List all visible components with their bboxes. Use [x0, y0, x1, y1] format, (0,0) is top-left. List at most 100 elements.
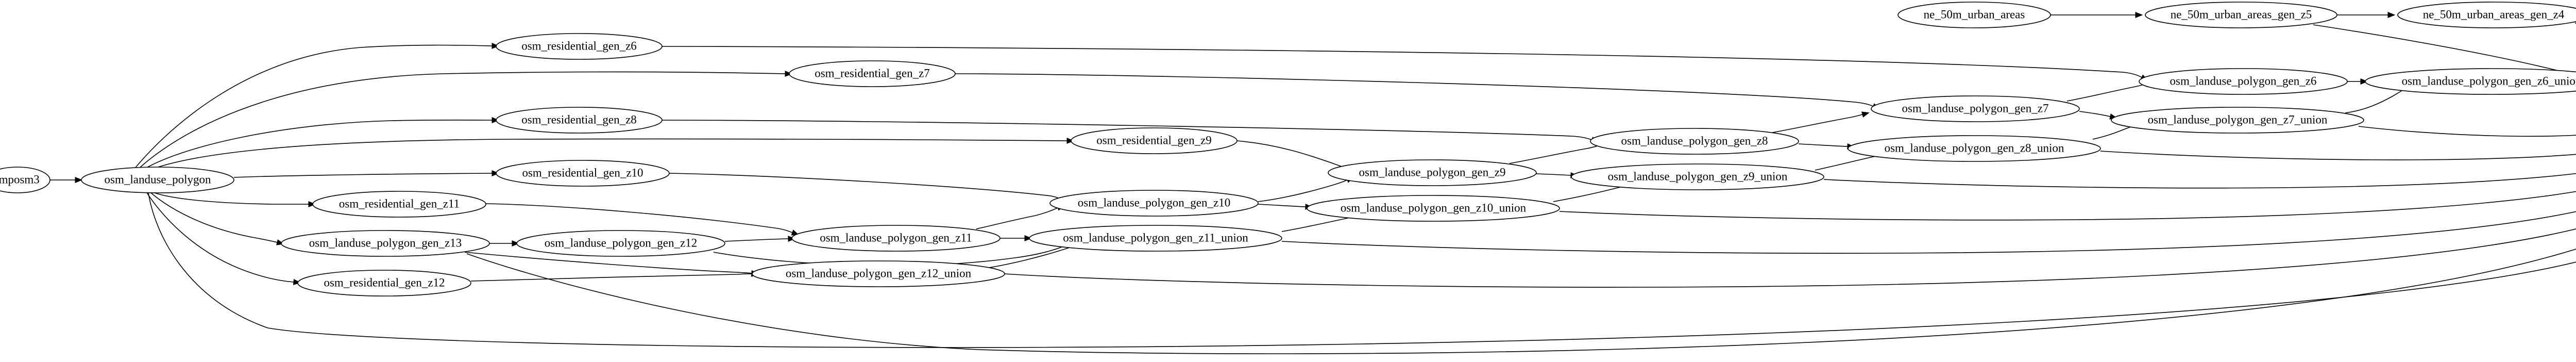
graph-edge	[142, 117, 500, 171]
node-ellipse[interactable]	[789, 60, 956, 87]
node-ellipse[interactable]	[1029, 225, 1282, 252]
node-ellipse[interactable]	[2111, 107, 2364, 134]
graph-node-osm_landuse_polygon_gen_z6[interactable]: osm_landuse_polygon_gen_z6	[2139, 68, 2348, 95]
edge-line	[1509, 144, 1601, 164]
graph-edge	[2313, 24, 2576, 76]
graph-node-osm_landuse_polygon_gen_z10_union[interactable]: osm_landuse_polygon_gen_z10_union	[1307, 195, 1560, 222]
node-ellipse[interactable]	[81, 167, 234, 193]
graph-edge	[1004, 228, 2576, 288]
graph-edge	[1000, 235, 1032, 241]
node-ellipse[interactable]	[0, 167, 50, 193]
graph-edge	[2358, 126, 2576, 137]
edge-line	[2100, 151, 2576, 160]
graph-edge	[2100, 151, 2576, 160]
graph-node-ne_50m_urban_areas[interactable]: ne_50m_urban_areas	[1897, 2, 2051, 28]
node-ellipse[interactable]	[1049, 190, 1259, 217]
edge-line	[1258, 204, 1306, 207]
node-ellipse[interactable]	[2365, 68, 2576, 95]
node-ellipse[interactable]	[496, 160, 670, 187]
graph-edge	[1509, 142, 1608, 164]
graph-edge	[145, 138, 1075, 172]
graph-node-imposm3[interactable]: imposm3	[0, 167, 50, 193]
edge-arrowhead-icon	[293, 279, 301, 285]
edge-arrowhead-icon	[512, 240, 520, 246]
graph-node-osm_landuse_polygon_gen_z12_union[interactable]: osm_landuse_polygon_gen_z12_union	[752, 260, 1005, 287]
graph-node-osm_landuse_polygon_gen_z11_union[interactable]: osm_landuse_polygon_gen_z11_union	[1029, 225, 1282, 252]
graph-node-osm_residential_gen_z8[interactable]: osm_residential_gen_z8	[496, 107, 663, 134]
graph-edge	[1258, 177, 1354, 202]
graph-node-osm_residential_gen_z9[interactable]: osm_residential_gen_z9	[1071, 127, 1238, 154]
edge-line	[150, 192, 278, 243]
graph-edge	[1823, 173, 2576, 189]
graph-node-osm_residential_gen_z12[interactable]: osm_residential_gen_z12	[297, 270, 471, 297]
graph-node-ne_50m_urban_areas_gen_z4[interactable]: ne_50m_urban_areas_gen_z4	[2397, 2, 2576, 28]
graph-edge	[50, 177, 83, 183]
graph-node-ne_50m_urban_areas_gen_z5[interactable]: ne_50m_urban_areas_gen_z5	[2145, 2, 2337, 28]
graph-node-osm_residential_gen_z10[interactable]: osm_residential_gen_z10	[496, 160, 670, 187]
edge-line	[1004, 228, 2576, 288]
edge-arrowhead-icon	[492, 43, 500, 49]
node-ellipse[interactable]	[2145, 2, 2337, 28]
graph-node-osm_landuse_polygon_gen_z9[interactable]: osm_landuse_polygon_gen_z9	[1328, 159, 1537, 186]
graph-node-osm_landuse_polygon_gen_z8_union[interactable]: osm_landuse_polygon_gen_z8_union	[1848, 135, 2101, 162]
graph-node-osm_landuse_polygon_gen_z12[interactable]: osm_landuse_polygon_gen_z12	[516, 230, 725, 257]
node-ellipse[interactable]	[791, 225, 1001, 252]
graph-node-osm_landuse_polygon_gen_z10[interactable]: osm_landuse_polygon_gen_z10	[1049, 190, 1259, 217]
edge-line	[2313, 24, 2576, 76]
edge-line	[662, 120, 1592, 140]
node-ellipse[interactable]	[516, 230, 725, 257]
node-ellipse[interactable]	[1848, 135, 2101, 162]
graph-node-osm_landuse_polygon_gen_z13[interactable]: osm_landuse_polygon_gen_z13	[281, 230, 490, 257]
graph-node-osm_landuse_polygon[interactable]: osm_landuse_polygon	[81, 167, 234, 193]
edge-line	[1258, 179, 1348, 202]
node-ellipse[interactable]	[2397, 2, 2576, 28]
graph-edge	[2050, 12, 2143, 18]
graph-edge	[134, 43, 500, 169]
graph-edge	[1258, 204, 1313, 210]
graph-edge	[154, 192, 316, 207]
edge-arrowhead-icon	[308, 201, 316, 207]
edge-line	[485, 203, 793, 233]
edge-line	[1281, 211, 2576, 254]
edge-line	[464, 252, 752, 274]
node-ellipse[interactable]	[496, 33, 663, 60]
graph-edge	[2079, 111, 2118, 120]
edge-line	[669, 173, 1064, 201]
node-ellipse[interactable]	[1871, 95, 2080, 122]
node-ellipse[interactable]	[297, 270, 471, 297]
node-ellipse[interactable]	[1071, 127, 1238, 154]
node-ellipse[interactable]	[752, 260, 1005, 287]
node-ellipse[interactable]	[1307, 195, 1560, 222]
graph-node-osm_landuse_polygon_gen_z6_union[interactable]: osm_landuse_polygon_gen_z6_union	[2365, 68, 2576, 95]
graph-node-osm_landuse_polygon_gen_z7_union[interactable]: osm_landuse_polygon_gen_z7_union	[2111, 107, 2364, 134]
graph-node-osm_landuse_polygon_gen_z7[interactable]: osm_landuse_polygon_gen_z7	[1871, 95, 2080, 122]
edge-arrowhead-icon	[2360, 78, 2368, 85]
edge-arrowhead-icon	[1024, 235, 1032, 241]
node-ellipse[interactable]	[281, 230, 490, 257]
edge-line	[1769, 114, 1863, 134]
node-ellipse[interactable]	[1328, 159, 1537, 186]
graph-edge	[2066, 81, 2153, 102]
graph-edge	[138, 71, 793, 170]
node-ellipse[interactable]	[1897, 2, 2051, 28]
node-ellipse[interactable]	[2139, 68, 2348, 95]
edge-arrowhead-icon	[492, 117, 500, 123]
graph-edge	[1559, 191, 2576, 221]
graph-edge	[466, 249, 2576, 354]
graph-edge	[489, 240, 520, 246]
graph-node-osm_residential_gen_z6[interactable]: osm_residential_gen_z6	[496, 33, 663, 60]
graph-node-osm_landuse_polygon_gen_z8[interactable]: osm_landuse_polygon_gen_z8	[1590, 128, 1799, 155]
node-ellipse[interactable]	[1590, 128, 1799, 155]
graph-node-osm_landuse_polygon_gen_z9_union[interactable]: osm_landuse_polygon_gen_z9_union	[1571, 163, 1824, 190]
edge-line	[1559, 191, 2576, 221]
edge-line	[1236, 140, 1349, 169]
graph-node-osm_residential_gen_z7[interactable]: osm_residential_gen_z7	[789, 60, 956, 87]
node-ellipse[interactable]	[1571, 163, 1824, 190]
node-ellipse[interactable]	[496, 107, 663, 134]
node-ellipse[interactable]	[312, 191, 486, 218]
graph-edge	[233, 170, 500, 178]
edge-arrowhead-icon	[1861, 111, 1870, 118]
graph-node-osm_residential_gen_z11[interactable]: osm_residential_gen_z11	[312, 191, 486, 218]
graph-node-osm_landuse_polygon_gen_z11[interactable]: osm_landuse_polygon_gen_z11	[791, 225, 1001, 252]
